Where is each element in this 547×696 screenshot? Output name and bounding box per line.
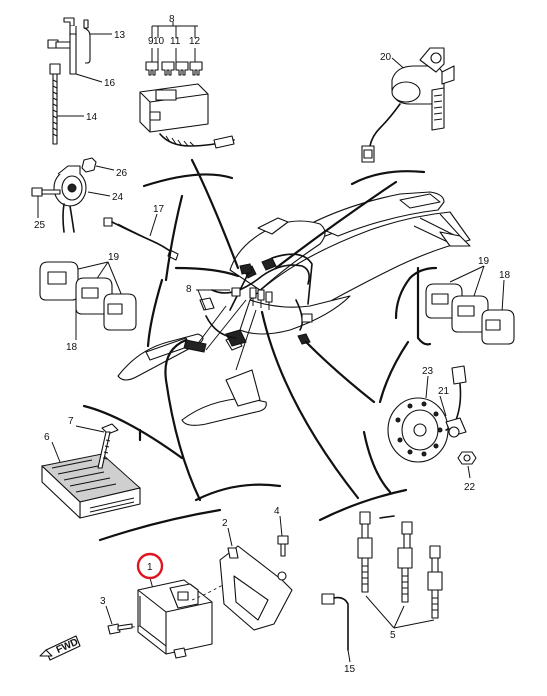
pickup-coil-21 <box>439 365 467 438</box>
callout-11: 11 <box>170 36 181 47</box>
horn-assembly <box>31 157 115 233</box>
callout-20: 20 <box>380 52 392 63</box>
guide-lines <box>82 158 438 542</box>
callout-10: 10 <box>153 36 165 47</box>
callout-6: 6 <box>44 432 50 443</box>
cable-tie-16 <box>47 33 103 83</box>
fwd-arrow: FWD <box>39 635 81 661</box>
callout-19-left: 19 <box>108 252 120 263</box>
callout-26: 26 <box>116 168 128 179</box>
callout-25: 25 <box>34 220 46 231</box>
callout-4: 4 <box>274 506 280 517</box>
relay-set-right <box>425 265 515 345</box>
bolt-3 <box>105 605 133 635</box>
callout-23: 23 <box>422 366 434 377</box>
callout-7: 7 <box>68 416 74 427</box>
cable-tie-14 <box>49 63 84 145</box>
relay-set-left <box>39 261 137 340</box>
callout-17: 17 <box>153 204 165 215</box>
callout-15: 15 <box>344 664 356 675</box>
callout-18-right: 18 <box>499 270 511 281</box>
nut-22 <box>457 451 477 479</box>
callout-8-mid: 8 <box>186 284 192 295</box>
callout-12: 12 <box>189 36 201 47</box>
main-switch-20 <box>361 47 455 163</box>
fuse-box-assembly <box>139 22 235 149</box>
callout-22: 22 <box>464 482 476 493</box>
callout-19-right: 19 <box>478 256 490 267</box>
cdi-unit-6 <box>40 423 142 519</box>
callout-2: 2 <box>222 518 228 529</box>
connector-15 <box>321 593 351 663</box>
fwd-label: FWD <box>55 637 80 656</box>
callout-24: 24 <box>112 192 124 203</box>
screw-4 <box>277 515 289 557</box>
callout-21: 21 <box>438 386 450 397</box>
callout-1: 1 <box>147 562 153 573</box>
igniter-unit-1 <box>125 575 239 659</box>
callout-13: 13 <box>114 30 126 41</box>
callout-9: 9 <box>148 36 154 47</box>
callout-16: 16 <box>104 78 116 89</box>
callout-14: 14 <box>86 112 98 123</box>
callout-18-left: 18 <box>66 342 78 353</box>
callout-8-top: 8 <box>169 14 175 25</box>
highlight-ring <box>136 552 164 580</box>
callout-5: 5 <box>390 630 396 641</box>
callout-8-mid-lines <box>196 289 230 311</box>
sensor-set-5 <box>357 511 443 629</box>
bracket-2 <box>219 527 293 631</box>
snowmobile-body <box>117 191 471 426</box>
callout-3: 3 <box>100 596 106 607</box>
